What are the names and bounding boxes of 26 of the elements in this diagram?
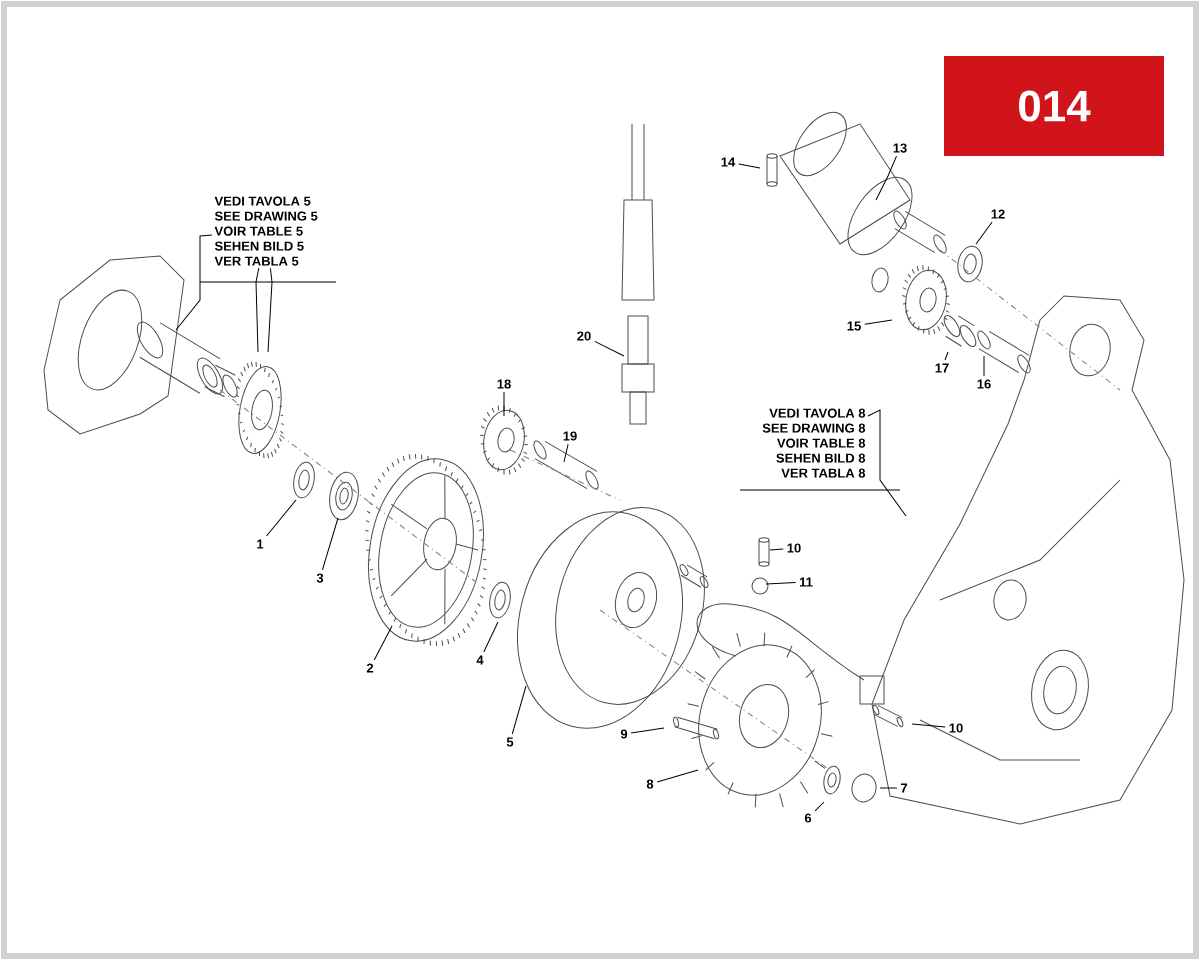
leader-line	[983, 355, 985, 377]
leader-line	[630, 727, 665, 734]
leader-line	[255, 267, 260, 353]
leader-line	[814, 801, 825, 812]
leader-line	[738, 163, 761, 169]
leader-line	[879, 787, 898, 789]
leader-line	[321, 517, 339, 571]
leader-line	[875, 155, 898, 201]
leader-line	[511, 685, 527, 735]
leader-line	[656, 769, 699, 783]
leader-line	[373, 625, 393, 661]
leader-line	[483, 621, 499, 653]
leader-line	[266, 499, 297, 537]
number-badge: 014	[944, 56, 1164, 156]
leader-line	[765, 582, 797, 585]
leader-line	[769, 548, 784, 551]
leader-line	[267, 267, 273, 353]
leader-line	[563, 443, 569, 463]
leader-line	[975, 221, 993, 245]
leader-line	[867, 409, 907, 517]
leader-line	[911, 723, 946, 728]
leader-line	[944, 351, 949, 361]
leader-line	[594, 340, 625, 357]
leader-line	[175, 234, 213, 331]
leader-line	[864, 319, 893, 325]
leader-line	[503, 391, 505, 417]
